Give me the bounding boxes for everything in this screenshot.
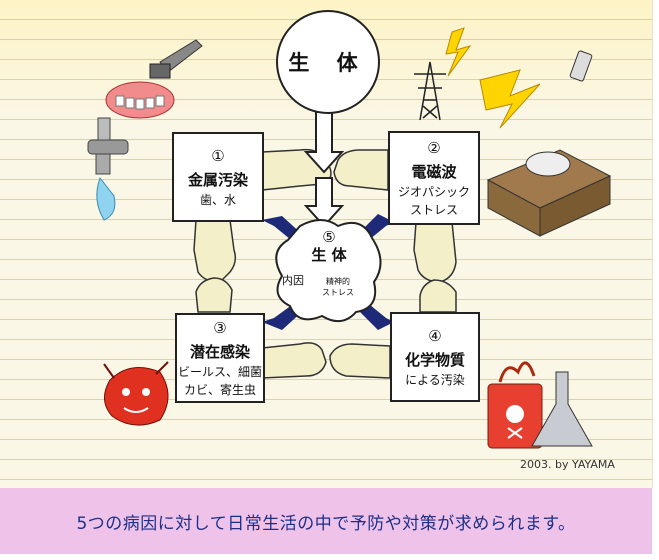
teeth-icon (105, 39, 203, 119)
down-arrow-outline (303, 111, 345, 228)
footer-banner: 5つの病因に対して日常生活の中で予防や対策が求められます。 (0, 488, 652, 554)
box-subtitle: ビールス、細菌 (177, 364, 262, 379)
arm-left-bottom (195, 277, 233, 313)
cause-box-chemical: ④ 化学物質 による汚染 (390, 312, 480, 402)
center-blob: ⑤ 生 体 内因 精神的 ストレス (270, 228, 388, 297)
box-title: 金属汚染 (187, 170, 248, 189)
top-body-circle: 生 体 (276, 10, 380, 114)
box-number: ④ (428, 326, 442, 345)
box-subtitle: による汚染 (405, 372, 465, 387)
box-number: ③ (213, 318, 227, 337)
faucet-icon (87, 117, 129, 221)
blob-number: ⑤ (322, 228, 336, 246)
box-title: 電磁波 (411, 162, 457, 181)
geopathic-box-icon (486, 149, 612, 237)
arm-right-top (413, 221, 457, 283)
box-subtitle-2: カビ、寄生虫 (183, 382, 256, 397)
mobile-phone-icon (569, 50, 593, 82)
footer-message: 5つの病因に対して日常生活の中で予防や対策が求められます。 (76, 513, 576, 534)
arm-right-bottom (419, 279, 457, 313)
cause-box-infection: ③ 潜在感染 ビールス、細菌 カビ、寄生虫 (175, 313, 265, 403)
power-tower-icon (414, 61, 446, 121)
cause-box-metal: ① 金属汚染 歯、水 (172, 132, 264, 222)
center-blob-shape (275, 219, 382, 323)
blob-stress-text: 精神的 ストレス (322, 277, 354, 297)
chemical-flask-icon (487, 361, 593, 449)
blob-mental-stress: 精神的 ストレス (322, 276, 354, 298)
box-title: 化学物質 (404, 350, 465, 369)
blob-title: 生 体 (311, 246, 347, 264)
box-subtitle: 歯、水 (199, 192, 236, 207)
arm-bottom-left (261, 342, 327, 379)
arm-top-right (333, 149, 389, 191)
illustration-layer (87, 27, 612, 449)
lightning-icon (445, 27, 541, 129)
arm-bottom-right (329, 343, 391, 379)
cause-box-electromagnetic: ② 電磁波 ジオパシック ストレス (388, 131, 480, 225)
box-subtitle: ジオパシック (397, 184, 470, 199)
credit-text: 2003. by YAYAMA (520, 458, 615, 471)
box-number: ② (427, 138, 441, 157)
arm-left-top (193, 219, 237, 282)
top-body-label: 生 体 (288, 51, 368, 75)
box-title: 潜在感染 (189, 342, 250, 361)
devil-germ-icon (103, 361, 169, 426)
box-subtitle-2: ストレス (409, 202, 458, 217)
blob-internal-cause: 内因 (282, 274, 304, 287)
box-number: ① (211, 146, 225, 165)
